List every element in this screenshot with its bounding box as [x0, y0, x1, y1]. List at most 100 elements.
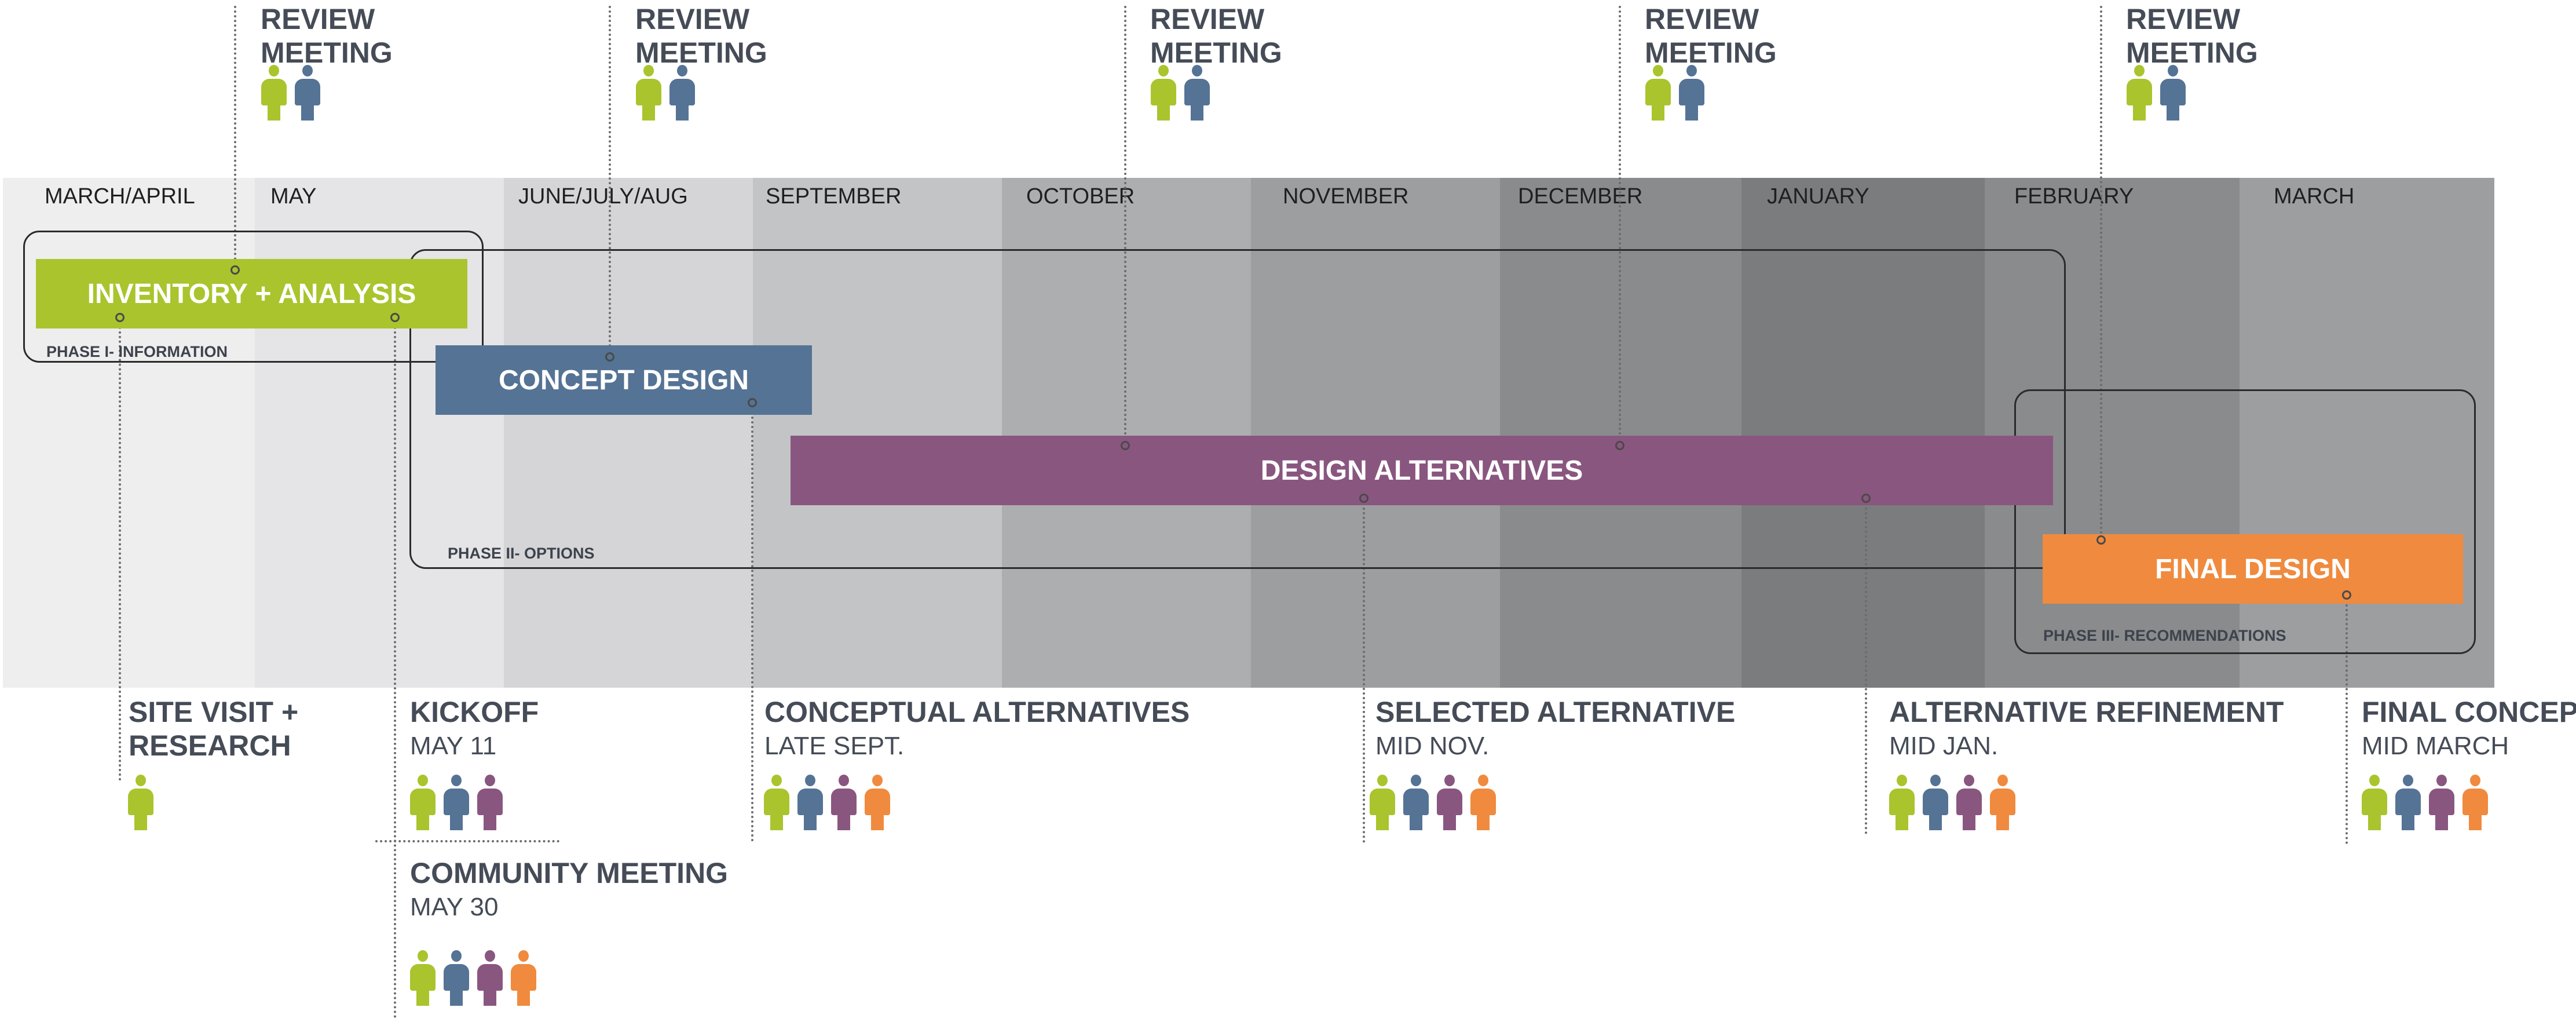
- event-kickoff-date: MAY 11: [410, 732, 497, 760]
- event-selected-alternative-date: MID NOV.: [1375, 732, 1490, 760]
- person-icon: [1436, 775, 1463, 830]
- event-conceptual-alternatives-date: LATE SEPT.: [764, 732, 905, 760]
- event-site-visit-attendees: [127, 775, 161, 830]
- person-icon: [2126, 65, 2153, 121]
- phase-1-label: PHASE I- INFORMATION: [46, 343, 228, 360]
- month-band-november: [1251, 178, 1500, 688]
- event-conceptual-alternatives-attendees: [763, 775, 898, 830]
- person-icon: [1184, 65, 1210, 121]
- month-label-may: MAY: [270, 184, 317, 209]
- month-label-february: FEBRUARY: [2014, 184, 2134, 209]
- month-band-october: [1002, 178, 1251, 688]
- person-icon: [669, 65, 696, 121]
- connector-dot: [2342, 590, 2351, 600]
- person-icon: [1678, 65, 1705, 121]
- person-icon: [294, 65, 321, 121]
- month-label-october: OCTOBER: [1026, 184, 1135, 209]
- person-icon: [443, 950, 470, 1006]
- review-meeting-attendees-4: [1645, 65, 1712, 121]
- event-kickoff-attendees: [409, 775, 510, 830]
- person-icon: [1956, 775, 1982, 830]
- event-site-visit-title-line2: RESEARCH: [129, 729, 291, 762]
- month-label-june-july-aug: JUNE/JULY/AUG: [518, 184, 688, 209]
- review-meeting-attendees-1: [261, 65, 328, 121]
- phase-1-frame: [23, 231, 484, 363]
- connector-dot: [2096, 535, 2106, 545]
- review-meeting-attendees-2: [635, 65, 702, 121]
- connector-dot: [390, 313, 400, 322]
- person-icon: [763, 775, 790, 830]
- phase-2-label: PHASE II- OPTIONS: [448, 545, 595, 562]
- event-final-concept-title: FINAL CONCEPT: [2362, 696, 2576, 728]
- month-band-january: [1741, 178, 1985, 688]
- person-icon: [2361, 775, 2388, 830]
- person-icon: [477, 950, 503, 1006]
- month-label-march: MARCH: [2274, 184, 2355, 209]
- connector-dot: [748, 398, 757, 407]
- event-site-visit-title: SITE VISIT +: [129, 696, 299, 728]
- person-icon: [1369, 775, 1396, 830]
- review-meeting-title-5: REVIEW MEETING: [2126, 3, 2258, 69]
- review-meeting-attendees-5: [2126, 65, 2193, 121]
- person-icon: [2160, 65, 2186, 121]
- connector-review-4: [1619, 6, 1621, 444]
- person-icon: [443, 775, 470, 830]
- person-icon: [635, 65, 662, 121]
- person-icon: [127, 775, 154, 830]
- person-icon: [2428, 775, 2455, 830]
- task-bar-final-design: FINAL DESIGN: [2043, 534, 2463, 604]
- connector-dot: [1615, 441, 1624, 450]
- month-label-december: DECEMBER: [1518, 184, 1643, 209]
- month-label-november: NOVEMBER: [1283, 184, 1409, 209]
- event-community-meeting-date: MAY 30: [410, 893, 499, 921]
- month-band-september: [753, 178, 1002, 688]
- person-icon: [510, 950, 537, 1006]
- person-icon: [1922, 775, 1949, 830]
- connector-dot: [230, 265, 240, 275]
- task-bar-label: FINAL DESIGN: [2155, 553, 2351, 585]
- connector-dot: [605, 352, 614, 362]
- person-icon: [797, 775, 824, 830]
- connector-final-concept: [2346, 595, 2348, 844]
- month-label-september: SEPTEMBER: [766, 184, 902, 209]
- connector-alternative-refinement: [1865, 498, 1867, 834]
- connector-dot: [1861, 494, 1871, 503]
- task-bar-inventory-analysis: INVENTORY + ANALYSIS: [36, 259, 467, 329]
- person-icon: [2395, 775, 2421, 830]
- connector-dot: [1121, 441, 1130, 450]
- phase-2-frame: [409, 249, 2066, 569]
- connector-review-2: [609, 6, 611, 356]
- event-final-concept-date: MID MARCH: [2362, 732, 2509, 760]
- month-label-january: JANUARY: [1767, 184, 1869, 209]
- month-band-june-july-aug: [504, 178, 753, 688]
- task-bar-label: CONCEPT DESIGN: [498, 364, 749, 396]
- person-icon: [1989, 775, 2016, 830]
- person-icon: [261, 65, 287, 121]
- task-bar-label: INVENTORY + ANALYSIS: [87, 278, 416, 309]
- review-meeting-attendees-3: [1150, 65, 1217, 121]
- person-icon: [864, 775, 891, 830]
- phase-3-frame: [2014, 389, 2476, 654]
- review-meeting-title-3: REVIEW MEETING: [1150, 3, 1282, 69]
- event-alternative-refinement-attendees: [1889, 775, 2023, 830]
- review-meeting-title-4: REVIEW MEETING: [1645, 3, 1777, 69]
- person-icon: [1645, 65, 1671, 121]
- event-alternative-refinement-date: MID JAN.: [1889, 732, 1999, 760]
- event-community-meeting-title: COMMUNITY MEETING: [410, 857, 729, 889]
- event-community-meeting-attendees: [409, 950, 544, 1006]
- person-icon: [409, 950, 436, 1006]
- task-bar-label: DESIGN ALTERNATIVES: [1260, 455, 1583, 486]
- connector-selected-alternative: [1363, 498, 1365, 843]
- event-selected-alternative-attendees: [1369, 775, 1503, 830]
- connector-kickoff: [394, 317, 396, 1019]
- person-icon: [830, 775, 857, 830]
- event-selected-alternative-title: SELECTED ALTERNATIVE: [1375, 696, 1736, 728]
- event-final-concept-attendees: [2361, 775, 2496, 830]
- connector-dot: [1359, 494, 1368, 503]
- connector-review-5: [2100, 6, 2102, 539]
- person-icon: [409, 775, 436, 830]
- task-bar-design-alternatives: DESIGN ALTERNATIVES: [791, 436, 2053, 505]
- person-icon: [1150, 65, 1177, 121]
- connector-community-meeting: [375, 840, 559, 842]
